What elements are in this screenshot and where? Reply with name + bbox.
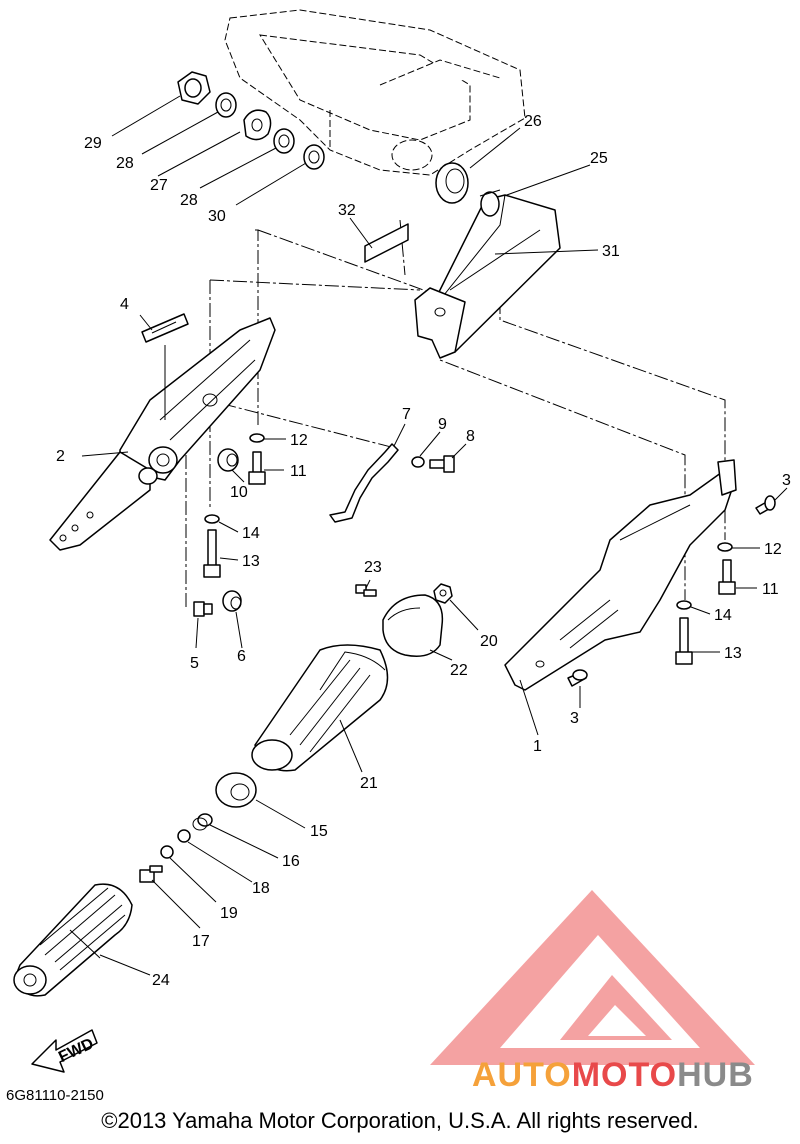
automotohub-logo: [430, 890, 755, 1065]
callout-28-top: 28: [116, 155, 134, 172]
part-7-ground-wire: [329, 443, 399, 523]
part-12-washer-right: [717, 542, 733, 552]
callout-17: 17: [192, 933, 210, 950]
fwd-arrow: FWD: [31, 1029, 98, 1073]
callout-13-right: 13: [724, 645, 742, 662]
part-14-washer-left: [204, 514, 220, 524]
callout-29: 29: [84, 135, 102, 152]
callout-24: 24: [152, 972, 170, 989]
part-32-label: [364, 223, 409, 263]
callout-12-right: 12: [764, 541, 782, 558]
callout-6: 6: [237, 648, 246, 665]
callout-28-bottom: 28: [180, 192, 198, 209]
callout-9: 9: [438, 416, 447, 433]
part-22-throttle-ring: [382, 594, 444, 657]
callout-4: 4: [120, 296, 129, 313]
part-24-knob: [13, 883, 133, 997]
part-16-spring: [192, 813, 213, 831]
callout-8: 8: [466, 428, 475, 445]
part-26-bushing: [435, 162, 469, 204]
wordmark-hub: HUB: [677, 1056, 754, 1094]
callout-11-left: 11: [290, 463, 307, 480]
part-13-bolt-right: [675, 617, 693, 665]
callout-32: 32: [338, 202, 356, 219]
part-30-seal: [303, 144, 325, 170]
callout-12-left: 12: [290, 432, 308, 449]
part-8-bolt: [429, 455, 455, 473]
part-1-tiller-handle: [504, 459, 737, 691]
part-2-lower-bracket: [49, 317, 276, 551]
callout-3-top: 3: [782, 472, 791, 489]
callout-22: 22: [450, 662, 468, 679]
callout-21: 21: [360, 775, 378, 792]
part-15-collar: [215, 772, 257, 808]
callout-14-left: 14: [242, 525, 260, 542]
part-28-washer-a: [215, 92, 237, 118]
part-28-washer-b: [273, 128, 295, 154]
callout-31: 31: [602, 243, 620, 260]
part-5-fitting: [193, 601, 213, 617]
callout-15: 15: [310, 823, 328, 840]
part-11-bolt-left: [248, 451, 266, 485]
callout-11-right: 11: [762, 581, 779, 598]
part-20-nut: [433, 583, 453, 604]
callout-18: 18: [252, 880, 270, 897]
part-29-nut: [177, 71, 211, 105]
callout-10: 10: [230, 484, 248, 501]
part-21-throttle-grip: [251, 644, 389, 772]
callouts: 1 2 3 3 4 5 6 7 8 9 10 11 11 12 12 13 13…: [56, 113, 791, 989]
callout-25: 25: [590, 150, 608, 167]
callout-5: 5: [190, 655, 199, 672]
part-18-washer: [177, 829, 191, 843]
callout-19: 19: [220, 905, 238, 922]
callout-14-right: 14: [714, 607, 732, 624]
wordmark-auto: AUTO: [472, 1056, 572, 1094]
callout-13-left: 13: [242, 553, 260, 570]
copyright-notice: ©2013 Yamaha Motor Corporation, U.S.A. A…: [101, 1108, 699, 1133]
part-4-label: [141, 313, 189, 343]
leader-lines: [81, 95, 788, 976]
part-9-washer: [411, 456, 425, 468]
engine-housing-outline: [224, 9, 526, 176]
part-19-washer: [160, 845, 174, 859]
callout-30: 30: [208, 208, 226, 225]
part-3-screw-bottom: [567, 669, 588, 687]
drawing-code: 6G81110-2150: [6, 1087, 104, 1104]
part-3-screw-top: [755, 495, 776, 515]
callout-26: 26: [524, 113, 542, 130]
part-14-washer-right: [676, 600, 692, 610]
callout-7: 7: [402, 406, 411, 423]
part-10-collar: [217, 448, 239, 472]
part-31-rubber-pad: [414, 287, 466, 359]
callout-16: 16: [282, 853, 300, 870]
automotohub-wordmark: AUTOMOTOHUB: [472, 1056, 754, 1095]
callout-2: 2: [56, 448, 65, 465]
callout-20: 20: [480, 633, 498, 650]
part-17-screw: [139, 865, 163, 883]
callout-1: 1: [533, 738, 542, 755]
part-12-washer-left: [249, 433, 265, 443]
callout-23: 23: [364, 559, 382, 576]
wordmark-moto: MOTO: [571, 1056, 678, 1094]
callout-3-bottom: 3: [570, 710, 579, 727]
part-27-plate: [243, 109, 272, 141]
part-11-bolt-right: [718, 559, 736, 595]
part-6-cap: [222, 590, 242, 612]
callout-27: 27: [150, 177, 168, 194]
part-23-screw: [355, 584, 377, 597]
part-13-bolt-left: [203, 529, 221, 578]
